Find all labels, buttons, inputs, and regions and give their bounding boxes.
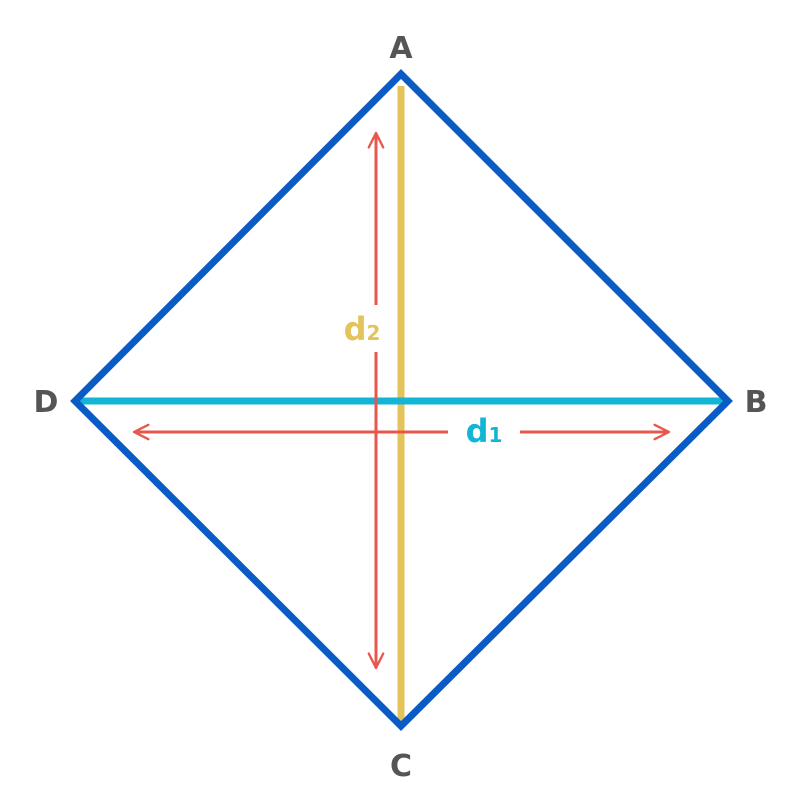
vertex-label-c: C: [390, 749, 412, 784]
rhombus-outline: [70, 69, 733, 731]
d2-subscript: 2: [366, 321, 380, 345]
d2-symbol: d: [344, 310, 367, 348]
diagonal-label-d2: d2: [344, 310, 381, 348]
diagonal-label-d1: d1: [466, 412, 503, 450]
vertex-label-d: D: [34, 385, 59, 420]
d1-symbol: d: [466, 412, 489, 450]
vertex-label-a: A: [389, 31, 413, 66]
d1-subscript: 1: [488, 423, 502, 447]
vertex-label-b: B: [745, 385, 768, 420]
